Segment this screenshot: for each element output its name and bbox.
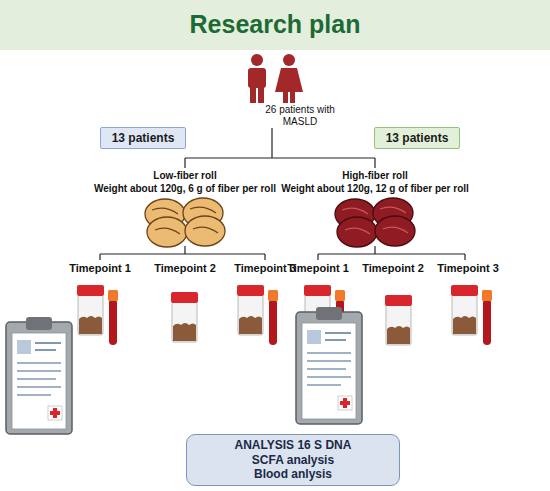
high-fiber-rolls <box>335 198 415 247</box>
timepoint-label: Timepoint 1 <box>278 262 358 275</box>
patients-icon <box>248 54 303 103</box>
roll-label: Weight about 120g, 6 g of fiber per roll <box>80 183 290 195</box>
timepoint-label: Timepoint 1 <box>60 262 140 275</box>
timepoint-label: Timepoint 2 <box>145 262 225 275</box>
group-box: 13 patients <box>100 127 186 149</box>
roll-label: High-fiber roll <box>275 170 475 182</box>
low-fiber-rolls <box>145 198 225 247</box>
roll-label: Weight about 120g, 12 g of fiber per rol… <box>270 183 480 195</box>
node-text: SCFA analysis <box>252 453 334 467</box>
timepoint-label: Timepoint 3 <box>428 262 508 275</box>
title-band <box>0 0 550 50</box>
group-label: 26 patients with MASLD <box>259 104 341 127</box>
analysis-box: ANALYSIS 16 S DNASCFA analysisBlood anly… <box>186 434 400 486</box>
clipboard-icon <box>6 307 362 434</box>
node-text: 13 patients <box>112 131 175 145</box>
sample-containers <box>77 285 492 345</box>
node-text: ANALYSIS 16 S DNA <box>235 438 352 452</box>
group-box: 13 patients <box>374 127 460 149</box>
node-text: Blood anlysis <box>254 467 332 481</box>
node-text: 13 patients <box>386 131 449 145</box>
roll-label: Low-fiber roll <box>85 170 285 182</box>
timepoint-label: Timepoint 2 <box>353 262 433 275</box>
diagram-title: Research plan <box>0 10 550 39</box>
